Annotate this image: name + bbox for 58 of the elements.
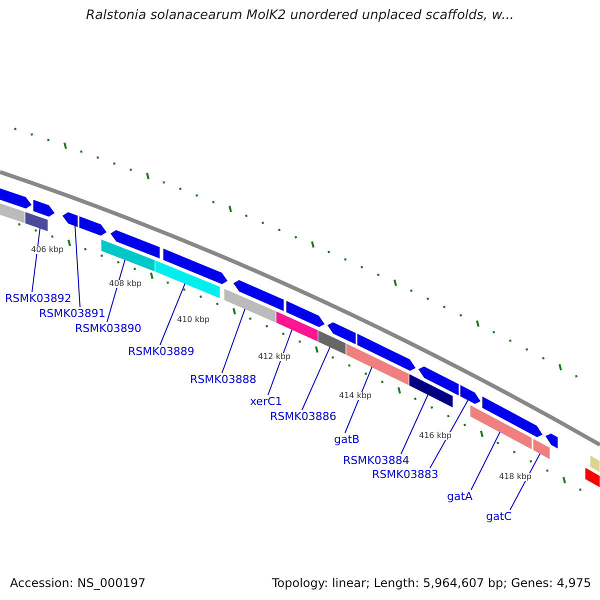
scale-label: 408 kbp (108, 280, 143, 288)
leader-line (32, 228, 40, 292)
gene-feature (0, 200, 26, 224)
scale-label: 416 kbp (418, 432, 453, 440)
gene-label: gatC (486, 511, 512, 522)
gene-feature (460, 384, 482, 405)
gene-feature (32, 198, 56, 218)
leader-line (344, 366, 372, 434)
gene-feature (482, 395, 544, 438)
gene-label: gatB (334, 434, 360, 445)
scale-label: 410 kbp (176, 316, 211, 324)
leader-line (302, 346, 330, 410)
gene-feature (470, 404, 532, 450)
gene-label: xerC1 (250, 396, 282, 407)
gene-label: RSMK03884 (343, 455, 410, 466)
gene-label: gatA (447, 491, 473, 502)
leader-line (106, 259, 126, 322)
gene-label: RSMK03888 (190, 374, 256, 385)
scale-label: 406 kbp (30, 246, 65, 254)
gene-feature (276, 310, 320, 343)
gene-feature (24, 211, 48, 232)
gene-feature (346, 342, 410, 386)
leader-line (268, 329, 292, 396)
gene-label: RSMK03886 (270, 411, 336, 422)
gene-label: RSMK03883 (372, 469, 438, 480)
gene-feature (408, 373, 454, 408)
scale-label: 414 kbp (338, 392, 373, 400)
leader-line (470, 432, 500, 490)
leader-line (222, 308, 246, 374)
gene-feature (110, 229, 160, 260)
scale-label: 418 kbp (498, 473, 533, 481)
gene-feature (318, 330, 346, 356)
gene-feature (100, 238, 156, 273)
gene-feature (286, 300, 326, 328)
leader-line (430, 400, 468, 468)
gene-feature (162, 248, 228, 285)
gene-label: RSMK03890 (75, 323, 142, 334)
gene-label: RSMK03891 (39, 308, 106, 319)
footer-text: Topology: linear; Length: 5,964,607 bp; Genes: 4,975 (272, 577, 592, 589)
gene-feature (590, 454, 600, 474)
gene-feature (356, 332, 416, 372)
gene-feature (584, 466, 600, 488)
gene-feature (224, 288, 278, 324)
title: Ralstonia solanacearum MolK2 unordered unplaced scaffolds, w... (84, 9, 515, 22)
gene-label: RSMK03892 (5, 293, 72, 304)
gene-feature (154, 260, 220, 300)
leader-line (74, 225, 80, 308)
gene-feature (232, 279, 284, 312)
gene-feature (532, 438, 550, 460)
footer-text: Accession: NS_000197 (10, 577, 146, 589)
leader-line (160, 283, 186, 346)
gene-feature (418, 366, 460, 396)
gene-label: RSMK03889 (128, 346, 194, 357)
gene-feature (62, 211, 78, 228)
gene-feature (326, 322, 356, 346)
gene-feature (0, 186, 32, 210)
scale-label: 412 kbp (257, 353, 292, 361)
gene-feature (544, 432, 558, 450)
